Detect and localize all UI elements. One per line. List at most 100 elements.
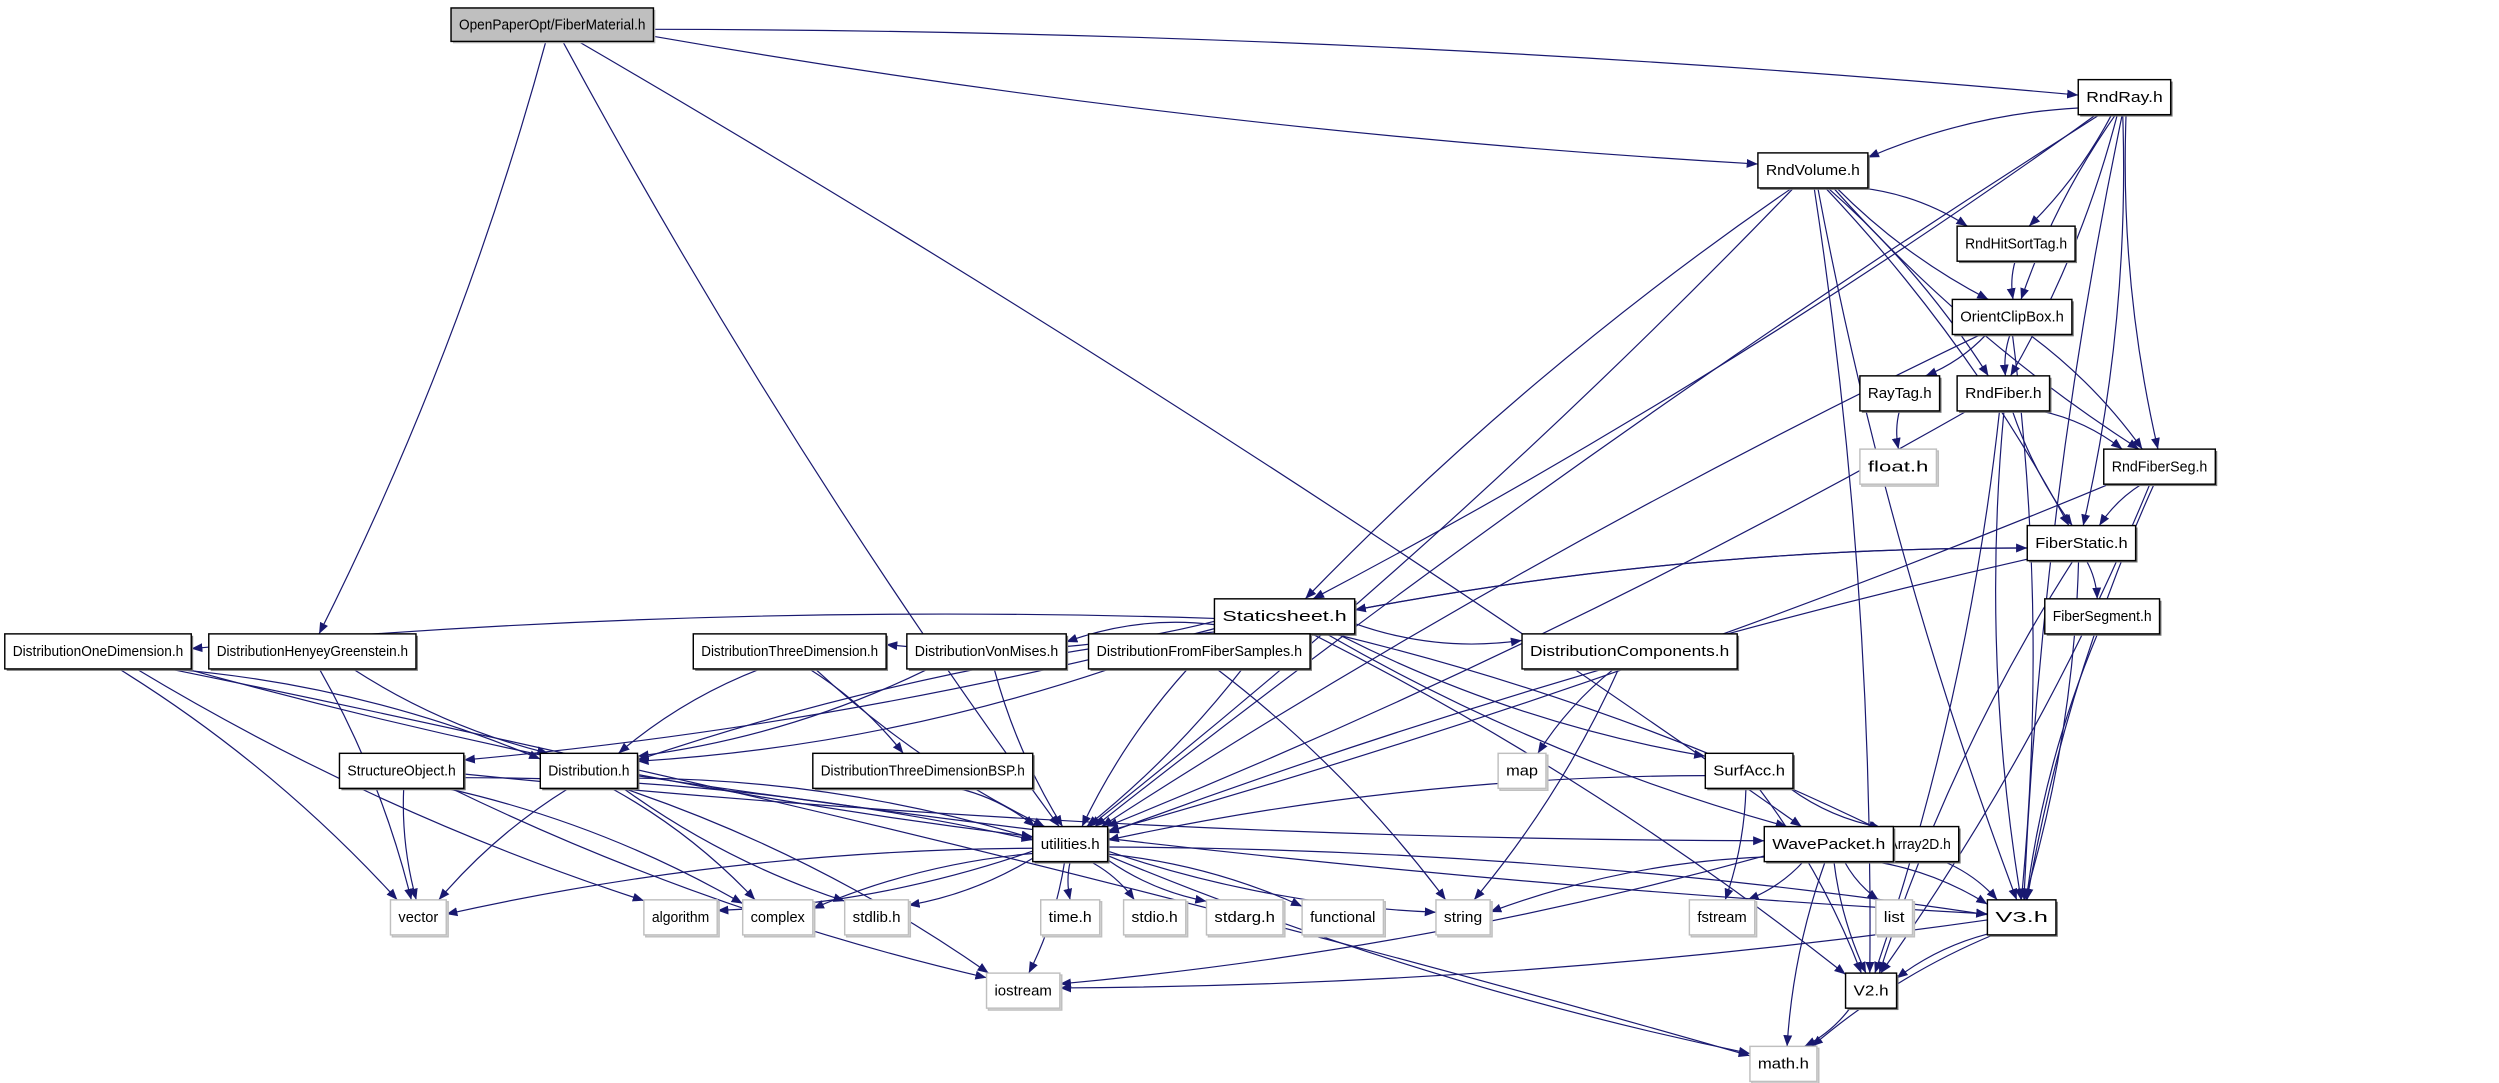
node-box [1749, 1045, 1818, 1083]
node-distributionvonmises-h[interactable]: DistributionVonMises.h [906, 633, 1069, 671]
edge-distribution-h-to-stdlib-h [622, 787, 845, 902]
node-functional: functional [1301, 899, 1387, 938]
node-distributionthreedimensionbsp-h[interactable]: DistributionThreeDimensionBSP.h [812, 752, 1035, 791]
node-openpaperopt-fibermaterial-h[interactable]: OpenPaperOpt/FiberMaterial.h [450, 7, 656, 44]
edge-wavepacket-h-to-iostream [1059, 855, 1765, 988]
edge-utilities-h-to-stdio-h [1090, 861, 1135, 901]
node-orientclipbox-h[interactable]: OrientClipBox.h [1951, 298, 2074, 337]
edge-rndfiber-h-to-rndfiberseg-h [2040, 410, 2123, 450]
edge-utilities-h-to-string [1107, 850, 1436, 917]
edge-distributionvonmises-h-to-distribution-h [637, 668, 929, 760]
node-label: fstream [1697, 910, 1746, 926]
edge-staticsheet-h-to-distributionvonmises-h [1066, 621, 1215, 643]
node-box [1986, 899, 2057, 936]
edge-distributionthreedimensionbsp-h-to-utilities-h [957, 787, 1036, 828]
node-fiberstatic-h[interactable]: FiberStatic.h [2026, 524, 2138, 563]
edge-utilities-h-to-stdarg-h [1107, 859, 1207, 904]
edge-rndvolume-h-to-orientclipbox-h [1836, 187, 1989, 300]
node-box [812, 752, 1034, 790]
node-distribution-h[interactable]: Distribution.h [539, 752, 640, 791]
node-raytag-h[interactable]: RayTag.h [1859, 375, 1942, 413]
node-iostream: iostream [985, 972, 1063, 1011]
edge-distributionthreedimension-h-to-distribution-h [617, 668, 761, 754]
node-fibersegment-h[interactable]: FiberSegment.h [2044, 598, 2162, 636]
node-label: Distribution.h [548, 764, 629, 780]
node-rndfiberseg-h[interactable]: RndFiberSeg.h [2103, 448, 2218, 487]
edge-fiberstatic-h-to-fibersegment-h [2085, 560, 2102, 599]
node-fstream: fstream [1688, 899, 1758, 938]
edge-openpaperopt-fibermaterial-h-to-rndvolume-h [653, 35, 1758, 168]
node-distributionhenyeygreenstein-h[interactable]: DistributionHenyeyGreenstein.h [208, 633, 418, 671]
node-wavepacket-h[interactable]: WavePacket.h [1763, 825, 1896, 864]
node-box [1301, 899, 1385, 936]
edge-distributionfromfibersamples-h-to-distribution-h [637, 668, 1110, 766]
node-structureobject-h[interactable]: StructureObject.h [338, 752, 466, 791]
edge-v3-h-to-iostream [1059, 919, 1988, 993]
edge-v2-h-to-math-h [1804, 1007, 1851, 1047]
edge-rndfiber-h-to-v2-h [1874, 410, 2001, 974]
node-box [1122, 899, 1187, 936]
edge-rndfiber-h-to-fiberstatic-h [2011, 410, 2073, 526]
node-box [643, 899, 718, 936]
node-complex: complex [741, 899, 816, 938]
edge-v3-h-to-math-h [1811, 934, 1994, 1047]
node-label: utilities.h [1041, 837, 1100, 853]
node-distributionthreedimension-h[interactable]: DistributionThreeDimension.h [692, 633, 889, 671]
node-box [2077, 78, 2172, 116]
node-box [1956, 225, 2076, 262]
edge-rndvolume-h-to-rndhitsorttag-h [1861, 187, 1968, 227]
node-box [1688, 899, 1756, 936]
node-rndfiber-h[interactable]: RndFiber.h [1956, 375, 2052, 413]
node-staticsheet-h[interactable]: Staticsheet.h [1213, 598, 1357, 636]
node-rndray-h[interactable]: RndRay.h [2077, 78, 2173, 117]
node-v2-h[interactable]: V2.h [1844, 972, 1899, 1011]
edge-utilities-h-to-v3-h [1107, 846, 1988, 918]
edge-wavepacket-h-to-v2-h [1833, 861, 1867, 974]
node-box [1859, 375, 1941, 412]
node-box [1032, 825, 1109, 863]
node-box [2044, 598, 2161, 635]
node-utilities-h[interactable]: utilities.h [1032, 825, 1110, 864]
node-label: functional [1310, 910, 1375, 926]
edge-orientclipbox-h-to-rndfiberseg-h [2028, 333, 2143, 450]
node-label: stdlib.h [853, 910, 901, 926]
edge-rndvolume-h-to-utilities-h [1089, 187, 1795, 828]
edge-rndray-h-to-utilities-h [1094, 114, 2101, 828]
edge-rndray-h-to-rndvolume-h [1867, 107, 2079, 159]
node-label: float.h [1868, 459, 1929, 475]
edge-utilities-h-to-stdlib-h [908, 857, 1034, 908]
edge-rndhitsorttag-h-to-orientclipbox-h [2006, 261, 2016, 300]
node-v3-h[interactable]: V3.h [1986, 899, 2058, 937]
edge-structureobject-h-to-wavepacket-h [463, 773, 1765, 846]
edge-distribution-h-to-complex [611, 787, 756, 901]
node-float-h: float.h [1859, 448, 1940, 487]
node-label: math.h [1758, 1057, 1809, 1073]
node-label: DistributionComponents.h [1530, 644, 1729, 660]
node-map: map [1497, 752, 1549, 791]
edge-orientclipbox-h-to-utilities-h [1101, 333, 1982, 828]
node-distributioncomponents-h[interactable]: DistributionComponents.h [1521, 633, 1740, 671]
node-label: RndFiberSeg.h [2112, 459, 2208, 475]
edge-fibersegment-h-to-v3-h [2023, 633, 2099, 900]
edge-utilities-h-to-functional [1107, 853, 1303, 907]
node-box [539, 752, 639, 790]
edge-distributionfromfibersamples-h-to-string [1216, 668, 1447, 901]
edge-wavepacket-h-to-fstream [1747, 861, 1804, 901]
node-label: map [1506, 764, 1538, 780]
node-label: RayTag.h [1868, 386, 1932, 402]
edge-distributioncomponents-h-to-map [1537, 668, 1615, 754]
edge-staticsheet-h-to-fiberstatic-h [1354, 543, 2028, 611]
node-rndhitsorttag-h[interactable]: RndHitSortTag.h [1956, 225, 2077, 264]
node-label: RndFiber.h [1965, 386, 2042, 402]
node-distributiononedimension-h[interactable]: DistributionOneDimension.h [4, 633, 194, 671]
edge-openpaperopt-fibermaterial-h-to-utilities-h [562, 41, 1060, 827]
edge-wavepacket-h-to-math-h [1783, 861, 1826, 1047]
edge-utilities-h-to-time-h [1063, 861, 1073, 900]
edge-openpaperopt-fibermaterial-h-to-rndray-h [653, 28, 2079, 99]
node-rndvolume-h[interactable]: RndVolume.h [1757, 152, 1870, 190]
edge-utilities-h-to-vector [446, 847, 1033, 917]
edge-rndray-h-to-fiberstatic-h [2081, 114, 2125, 526]
node-distributionfromfibersamples-h[interactable]: DistributionFromFiberSamples.h [1087, 633, 1312, 671]
nodes-layer: OpenPaperOpt/FiberMaterial.hRndRay.hRndV… [4, 7, 2218, 1083]
node-surfacc-h[interactable]: SurfAcc.h [1704, 752, 1795, 791]
